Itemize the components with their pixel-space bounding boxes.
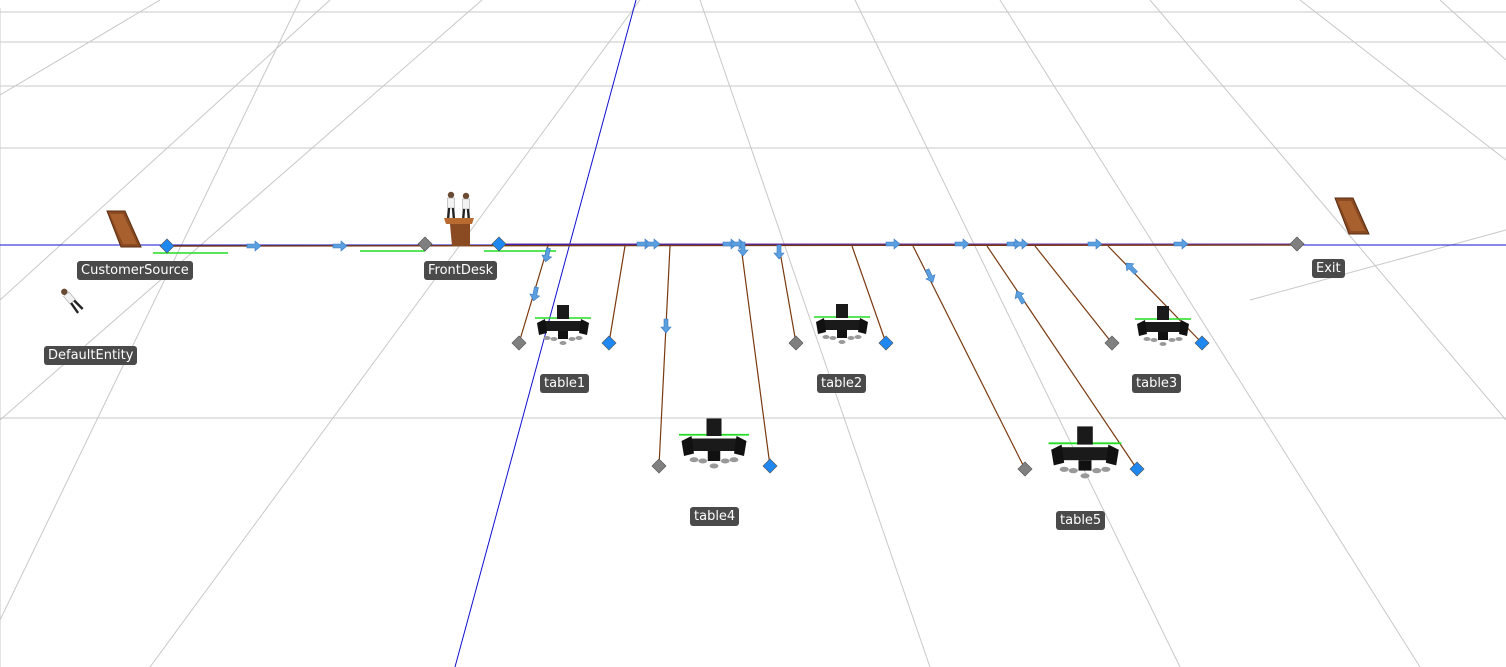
grid-line: [0, 0, 331, 301]
node-diamond: [878, 335, 894, 351]
node-diamond: [1194, 335, 1210, 351]
grid-line: [1149, 0, 1506, 421]
grid-line: [699, 0, 931, 667]
node-diamond: [491, 236, 507, 252]
branch-link: [986, 245, 1138, 470]
nodes: [159, 236, 1305, 477]
node-diamond: [1129, 461, 1145, 477]
flow-arrow: [645, 238, 661, 250]
flow-arrow: [541, 247, 553, 263]
grid-line: [999, 0, 1421, 667]
node-diamond: [1104, 335, 1120, 351]
table3-furniture: [1135, 306, 1191, 346]
grid-line: [854, 0, 1181, 667]
branch-link: [658, 245, 671, 467]
model-objects: [61, 191, 1370, 479]
table4-furniture: [679, 418, 749, 469]
node-diamond: [601, 335, 617, 351]
flow-arrow: [246, 240, 262, 252]
branch-link: [851, 245, 887, 344]
exit-door: [1334, 197, 1370, 235]
flow-arrow: [1013, 238, 1029, 250]
flow-arrow: [924, 268, 936, 283]
desk-worker-1: [446, 191, 456, 221]
flow-arrow: [1014, 290, 1026, 305]
label-table3[interactable]: table3: [1132, 374, 1182, 393]
flow-arrow: [660, 318, 672, 334]
front-desk-podium: [444, 218, 474, 246]
grid-line: [1439, 0, 1506, 61]
flow-arrow: [773, 244, 785, 260]
table1-furniture: [535, 305, 591, 345]
node-diamond: [762, 458, 778, 474]
flow-arrow: [1087, 238, 1103, 250]
flow-arrow: [722, 238, 738, 250]
flow-arrow: [529, 286, 541, 302]
label-table5[interactable]: table5: [1056, 511, 1106, 530]
flow-arrow: [1125, 262, 1138, 275]
label-table1[interactable]: table1: [540, 374, 590, 393]
grid-line: [1299, 0, 1506, 161]
grid-line: [0, 0, 161, 96]
flow-arrow: [1173, 238, 1189, 250]
flow-arrow: [332, 240, 348, 252]
customer-source-door: [106, 210, 142, 248]
branch-link: [740, 245, 771, 467]
label-table4[interactable]: table4: [690, 507, 740, 526]
label-front-desk[interactable]: FrontDesk: [424, 261, 498, 280]
branch-link: [1034, 245, 1113, 344]
flow-arrow: [885, 238, 901, 250]
default-entity-figure: [61, 288, 84, 314]
flow-arrow: [737, 241, 749, 257]
label-customer-source[interactable]: CustomerSource: [77, 261, 193, 280]
flow-arrows: [246, 238, 1189, 334]
label-default-entity[interactable]: DefaultEntity: [44, 346, 138, 365]
node-diamond: [417, 236, 433, 252]
branch-link: [778, 245, 797, 344]
node-diamond: [159, 238, 175, 254]
desk-worker-2: [461, 192, 471, 222]
flow-arrow: [636, 238, 652, 250]
node-diamond: [511, 335, 527, 351]
grid-line: [1249, 229, 1506, 301]
branch-link: [912, 245, 1026, 470]
grid-line: [149, 0, 641, 667]
branch-link: [608, 245, 626, 344]
z-axis-line: [454, 0, 637, 667]
grid-line: [0, 0, 301, 621]
flow-arrow: [954, 238, 970, 250]
node-diamond: [1289, 236, 1305, 252]
table5-furniture: [1048, 426, 1122, 479]
node-diamond: [1017, 461, 1033, 477]
node-diamond: [788, 335, 804, 351]
label-table2[interactable]: table2: [817, 374, 867, 393]
label-exit[interactable]: Exit: [1312, 259, 1345, 278]
node-diamond: [651, 458, 667, 474]
table2-furniture: [814, 304, 870, 344]
